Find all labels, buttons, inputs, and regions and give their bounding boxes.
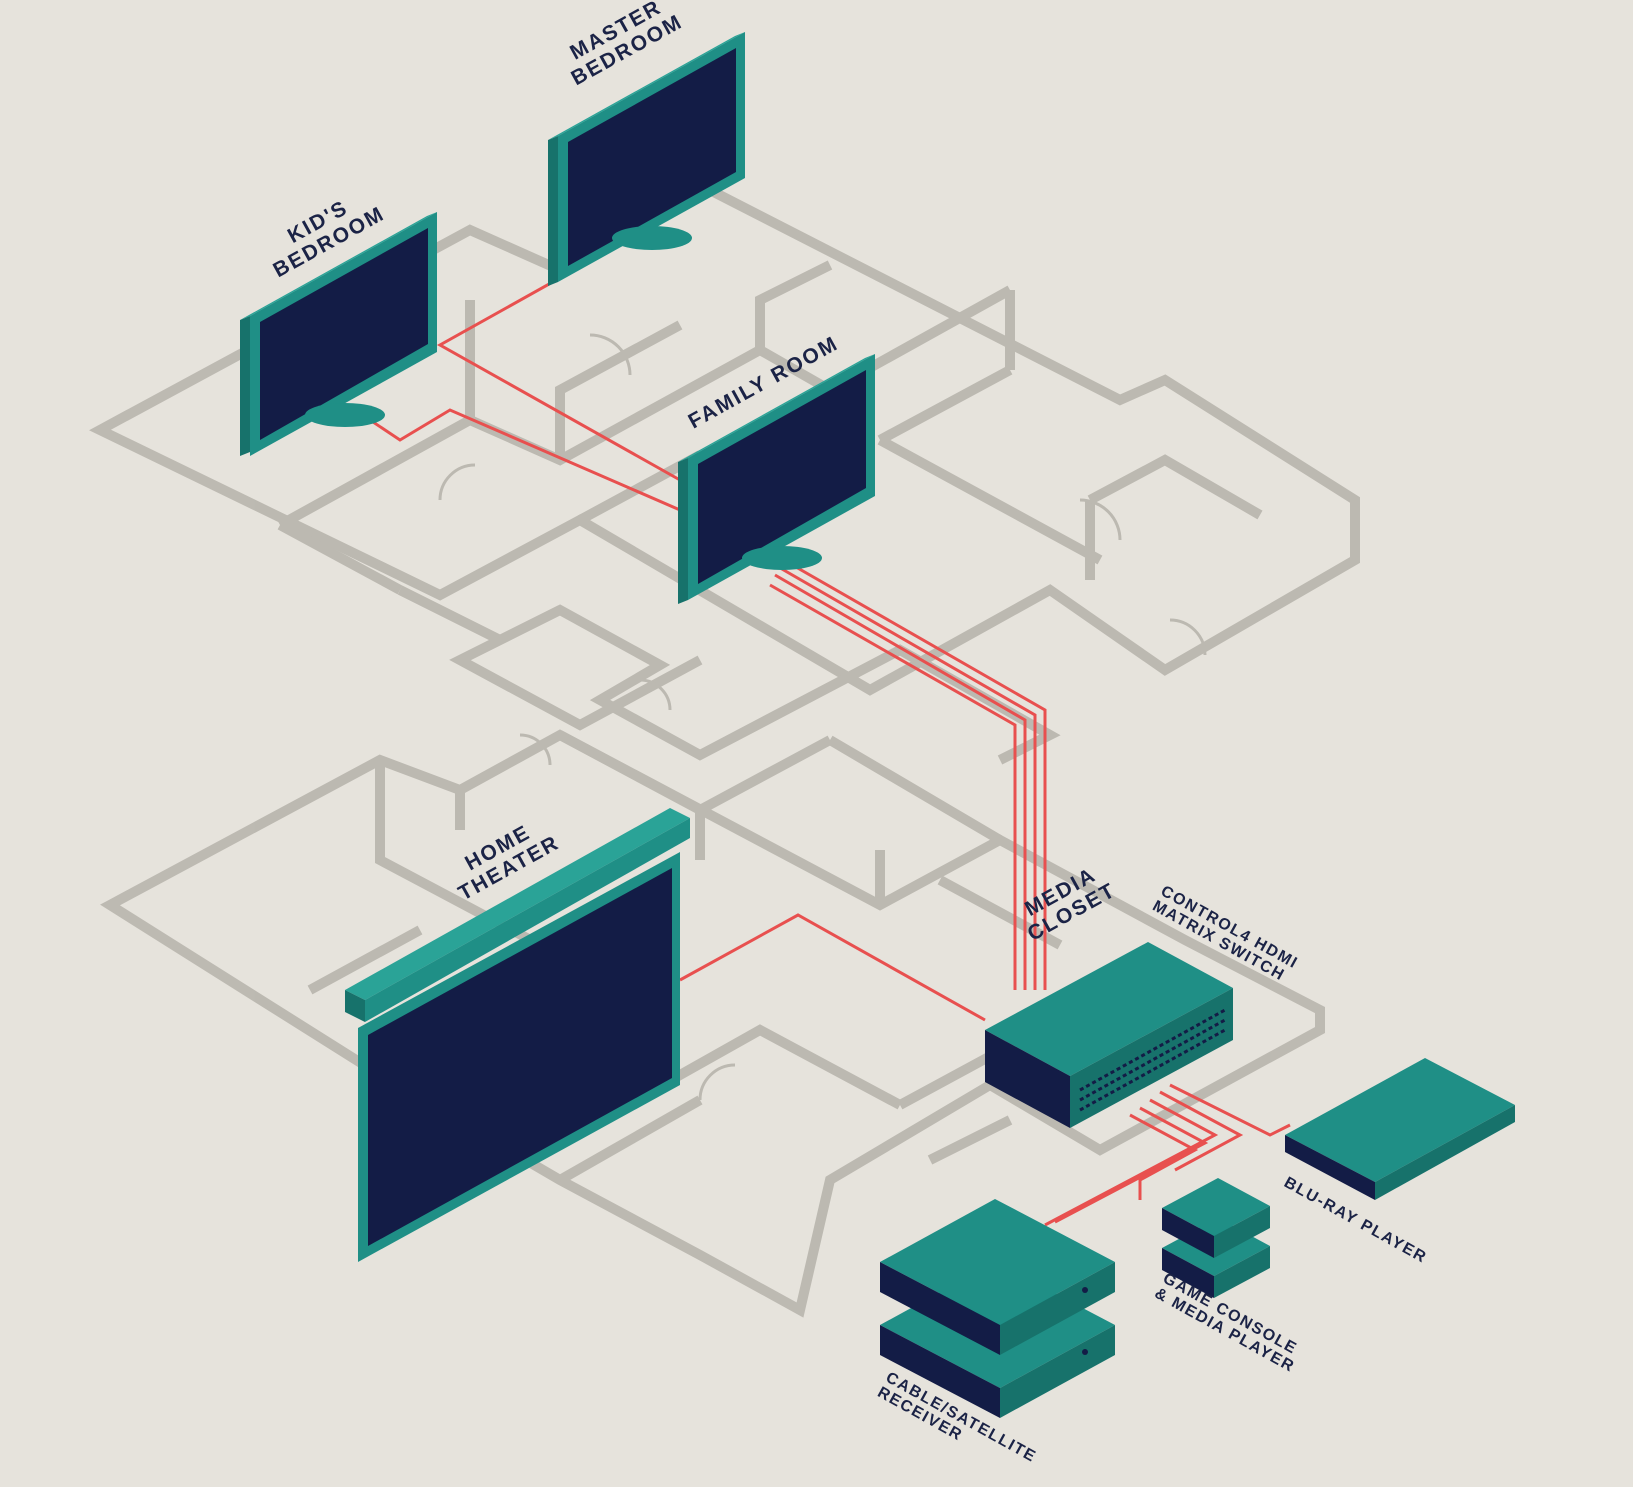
cable-cable-receiver-1: [1044, 1098, 1219, 1227]
cable-kids-bedroom: [354, 408, 681, 512]
upper-floor-walls: [277, 260, 1263, 595]
tv-stand: [742, 546, 822, 570]
receiver-upper-top: [880, 1199, 1115, 1325]
tv-side: [678, 458, 688, 604]
bluray-left: [1285, 1135, 1375, 1200]
bluray-top: [1285, 1058, 1515, 1182]
cable-receiver-stack[interactable]: [880, 1199, 1115, 1418]
receiver-upper-front: [1000, 1262, 1115, 1355]
screen-housing-front: [365, 818, 690, 1022]
screen-housing-end: [345, 990, 365, 1022]
tv-screen: [698, 370, 866, 584]
console-lower-front: [1214, 1246, 1270, 1298]
floor-plan: [89, 179, 1360, 1318]
door-swings: [438, 333, 1207, 1101]
family-room-tv[interactable]: [678, 354, 875, 604]
console-upper-top: [1162, 1178, 1270, 1236]
cable-blu-ray: [1169, 1083, 1291, 1137]
switch-left: [985, 1030, 1070, 1128]
tv-top: [240, 212, 437, 320]
cable-family-room-1: [774, 553, 1047, 990]
hdmi-matrix-switch[interactable]: [985, 942, 1233, 1128]
bluray-front: [1375, 1105, 1515, 1200]
lower-floor-outline: [100, 729, 1325, 1318]
cable-game-console-1: [1159, 1090, 1244, 1172]
receiver-lower-front: [1000, 1325, 1115, 1418]
switch-top: [985, 942, 1233, 1076]
screen-housing-top: [345, 808, 690, 1000]
tv-side: [548, 136, 558, 286]
cable-home-theater: [679, 913, 986, 1022]
blu-ray-player[interactable]: [1285, 1058, 1515, 1200]
tv-top: [548, 32, 745, 140]
receiver-upper-left: [880, 1262, 1000, 1355]
screen-surface: [368, 868, 672, 1246]
kids-bedroom-tv[interactable]: [240, 212, 437, 456]
console-lower-left: [1162, 1248, 1214, 1298]
tv-stand: [305, 403, 385, 427]
cable-family-room-4: [769, 583, 1017, 990]
receiver-button: [1082, 1287, 1088, 1293]
console-upper-front: [1214, 1206, 1270, 1258]
tv-side: [240, 316, 250, 456]
home-theater-screen[interactable]: [345, 808, 690, 1262]
cable-game-console-2: [1129, 1113, 1199, 1200]
cable-cable-receiver-2: [1054, 1106, 1209, 1224]
tv-stand: [612, 226, 692, 250]
tv-screen: [260, 228, 428, 440]
cable-family-room-2: [774, 563, 1037, 990]
cable-family-room-3: [774, 573, 1027, 990]
lower-floor-walls: [307, 730, 1063, 1185]
tv-top: [678, 354, 875, 462]
middle-connector: [397, 585, 1061, 765]
game-console-stack[interactable]: [1162, 1178, 1270, 1298]
master-bedroom-tv[interactable]: [548, 32, 745, 286]
console-upper-left: [1162, 1208, 1214, 1258]
receiver-lower-left: [880, 1325, 1000, 1418]
receiver-button: [1082, 1349, 1088, 1355]
tv-screen: [568, 48, 736, 266]
